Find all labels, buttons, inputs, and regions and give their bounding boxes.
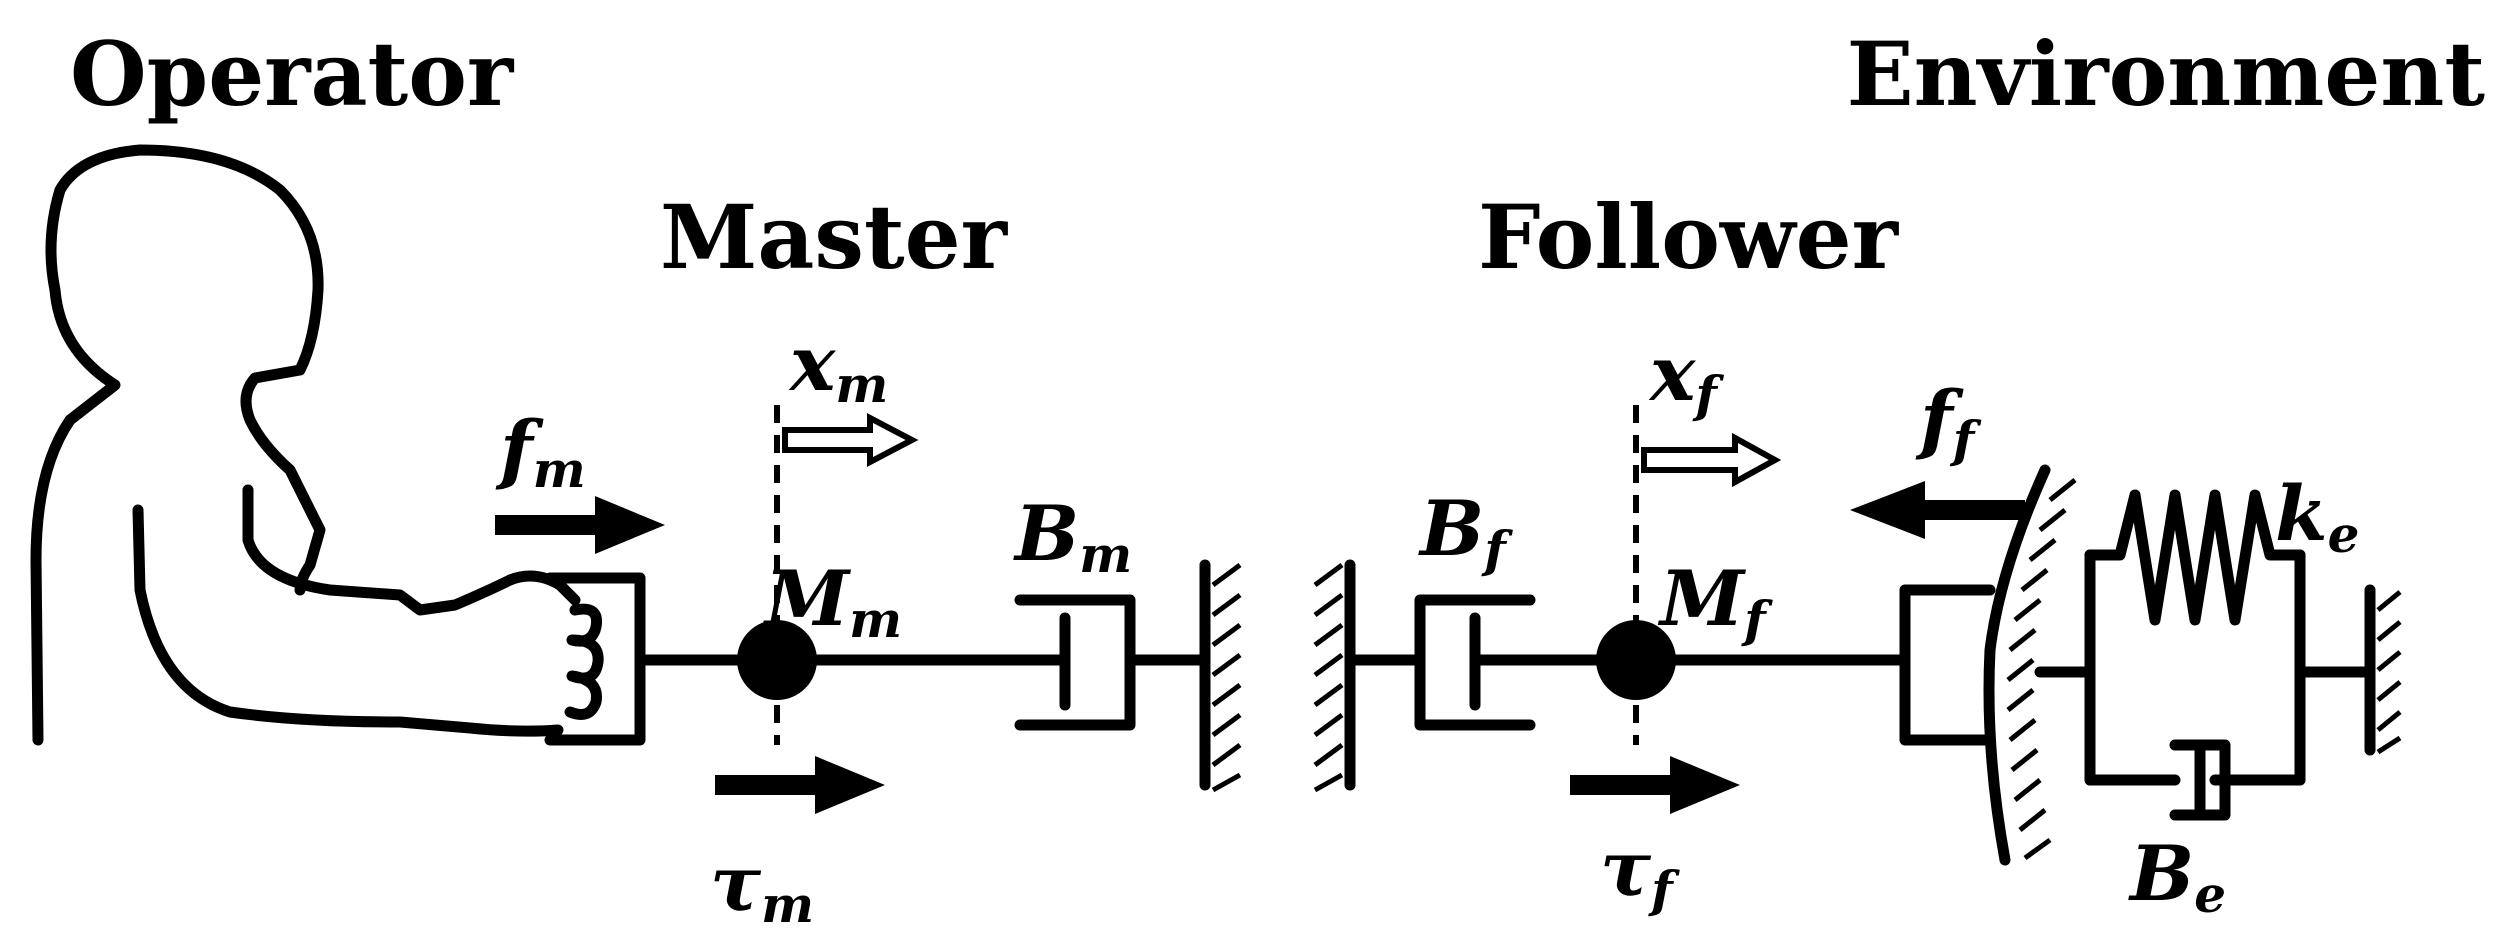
f-f-label: ff <box>1915 374 1982 469</box>
operator-hand <box>504 570 581 606</box>
B-f-label: Bf <box>1418 484 1513 579</box>
operator-figure <box>30 144 581 746</box>
f-m-label: fm <box>495 404 586 499</box>
operator-forearm <box>132 504 564 737</box>
follower-ground-hatch <box>1313 562 1344 793</box>
environment-title: Environment <box>1847 22 2486 126</box>
operator-head-outline <box>30 144 326 746</box>
M-f-label: Mf <box>1657 554 1773 649</box>
x-m-label: xm <box>788 319 888 414</box>
f-f-arrow <box>1850 481 2025 539</box>
operator-title: Operator <box>70 22 515 126</box>
follower-damper-cylinder <box>1414 594 1536 731</box>
B-e-label: Be <box>2128 829 2226 924</box>
master-title: Master <box>660 185 1009 289</box>
B-m-label: Bm <box>1013 489 1132 584</box>
x-m-arrow <box>782 413 919 467</box>
follower-end-effector <box>1899 584 1996 746</box>
x-f-label: xf <box>1648 329 1724 424</box>
environment-ground-hatch <box>2376 590 2402 755</box>
operator-fingers <box>564 603 604 720</box>
environment-damper-cylinder <box>2169 739 2231 821</box>
environment-surface <box>1983 464 2051 866</box>
environment-spring <box>2084 489 2306 626</box>
tau-m-label: τm <box>710 839 814 934</box>
master-ground-hatch <box>1211 562 1242 793</box>
k-e-label: ke <box>2275 469 2359 564</box>
tau-f-arrow <box>1570 756 1740 814</box>
tau-f-label: τf <box>1600 824 1680 919</box>
follower-title: Follower <box>1478 185 1900 289</box>
tau-m-arrow <box>715 756 885 814</box>
environment-surface-hatch <box>2006 478 2077 861</box>
M-m-label: Mm <box>762 554 902 649</box>
x-f-arrow <box>1641 432 1782 488</box>
f-m-arrow <box>495 496 665 554</box>
operator-arm-upper <box>242 484 516 616</box>
